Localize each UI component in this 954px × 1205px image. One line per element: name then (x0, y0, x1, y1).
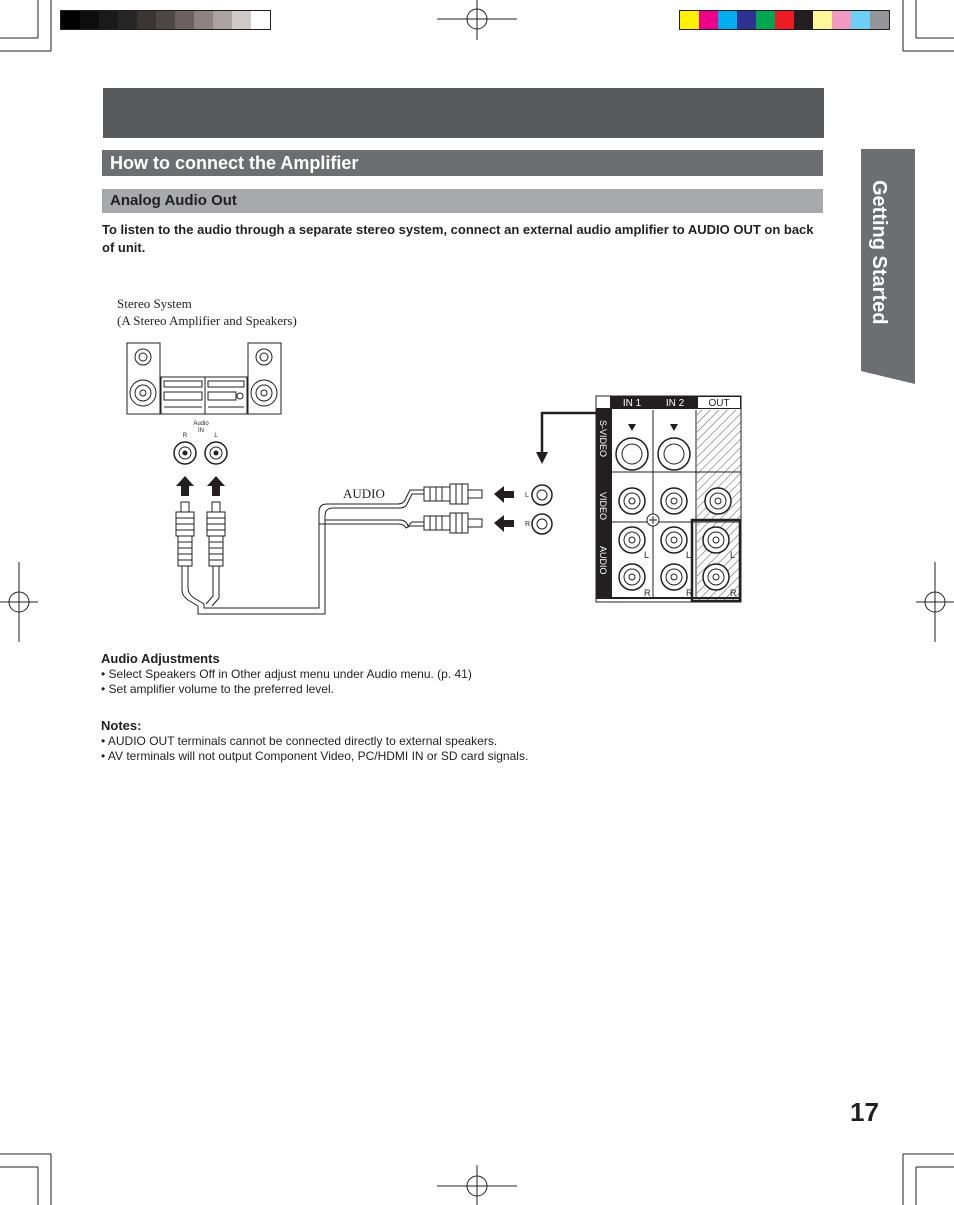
panel-in1-label: IN 1 (623, 398, 642, 409)
stereo-system-icon (126, 342, 282, 415)
swatch (137, 11, 156, 29)
panel-r-label: R (686, 588, 693, 598)
amp-in-label: IN (198, 428, 204, 434)
stereo-caption-line2: (A Stereo Amplifier and Speakers) (117, 313, 297, 328)
side-tab-label: Getting Started (868, 180, 890, 325)
audio-out-highlight (690, 518, 742, 603)
swatch (851, 11, 870, 29)
jack-r-label: R (525, 521, 530, 528)
audio-adjustments-item: • Select Speakers Off in Other adjust me… (101, 667, 472, 681)
swatch (870, 11, 889, 29)
stereo-caption-line1: Stereo System (117, 296, 192, 311)
panel-side-plugs (423, 483, 483, 534)
panel-out-label: OUT (708, 398, 729, 409)
notes-item: • AUDIO OUT terminals cannot be connecte… (101, 734, 498, 748)
audio-adjustments-title: Audio Adjustments (101, 651, 220, 666)
panel-svideo-label: S-VIDEO (598, 420, 608, 457)
panel-l-label: L (644, 550, 649, 560)
swatch (156, 11, 175, 29)
swatch (80, 11, 99, 29)
intro-text: To listen to the audio through a separat… (102, 222, 814, 255)
section-title: How to connect the Amplifier (102, 150, 823, 176)
swatch (699, 11, 718, 29)
panel-video-label: VIDEO (598, 492, 608, 520)
swatch (794, 11, 813, 29)
up-arrows (176, 476, 225, 496)
left-arrows (494, 486, 514, 532)
swatch (251, 11, 270, 29)
side-tab (861, 149, 915, 384)
swatch (194, 11, 213, 29)
panel-r-label: R (644, 588, 651, 598)
grayscale-color-bar (60, 10, 271, 30)
swatch (813, 11, 832, 29)
panel-r-label: R (730, 588, 737, 598)
audio-cable (181, 489, 424, 615)
notes-item: • AV terminals will not output Component… (101, 749, 529, 763)
subsection-title: Analog Audio Out (102, 189, 823, 213)
process-color-bar (679, 10, 890, 30)
amp-audio-label: Audio (193, 421, 209, 427)
panel-l-label: L (730, 550, 735, 560)
swatch (175, 11, 194, 29)
swatch (232, 11, 251, 29)
panel-in2-label: IN 2 (666, 398, 685, 409)
swatch (680, 11, 699, 29)
swatch (718, 11, 737, 29)
audio-adjustments-item: • Set amplifier volume to the preferred … (101, 682, 334, 696)
swatch (775, 11, 794, 29)
amp-side-plugs (175, 501, 226, 567)
cable-audio-label: AUDIO (343, 486, 385, 501)
page-number: 17 (850, 1097, 879, 1127)
notes-title: Notes: (101, 718, 142, 733)
swatch (118, 11, 137, 29)
panel-out-box (698, 397, 740, 408)
amp-l-label: L (214, 433, 218, 439)
amp-r-label: R (183, 433, 188, 439)
panel-audio-label: AUDIO (598, 546, 608, 575)
panel-l-label: L (686, 550, 691, 560)
panel-output-jacks (531, 484, 553, 535)
swatch (99, 11, 118, 29)
pointer-arrow (536, 452, 548, 464)
swatch (832, 11, 851, 29)
panel-jacks (615, 424, 732, 591)
header-bar (103, 88, 824, 138)
swatch (756, 11, 775, 29)
jack-l-label: L (525, 492, 529, 499)
swatch (61, 11, 80, 29)
swatch (213, 11, 232, 29)
swatch (737, 11, 756, 29)
amp-input-jacks (173, 441, 228, 465)
